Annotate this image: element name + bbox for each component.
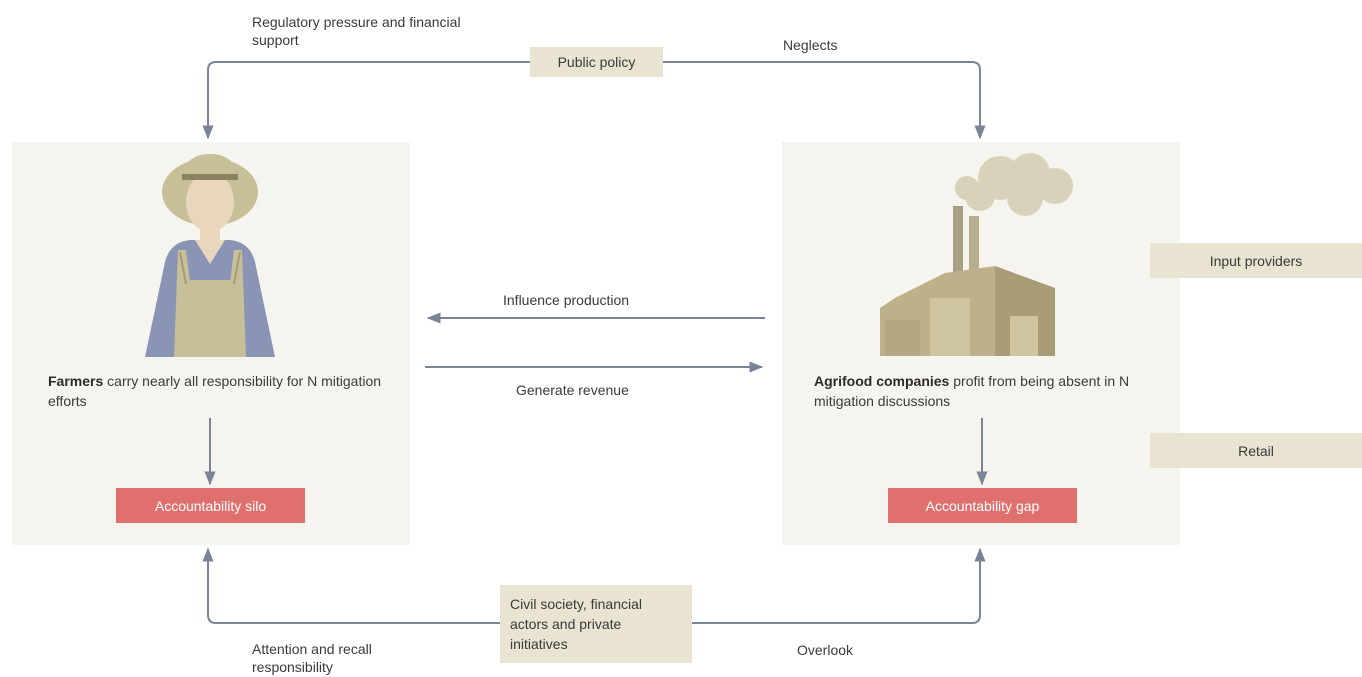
accountability-gap-label: Accountability gap xyxy=(925,497,1040,514)
farmers-description: Farmers carry nearly all responsibility … xyxy=(48,371,388,411)
policy-to-companies-label: Neglects xyxy=(783,37,838,53)
retail-tag: Retail xyxy=(1150,433,1362,468)
input-providers-label: Input providers xyxy=(1209,252,1303,269)
input-providers-tag: Input providers xyxy=(1150,243,1362,278)
farmer-icon xyxy=(145,154,275,357)
civil-society-tag: Civil society, financial actors and priv… xyxy=(500,585,692,663)
policy-to-companies-arrow xyxy=(663,61,986,140)
accountability-silo-label: Accountability silo xyxy=(154,497,267,514)
companies-description: Agrifood companies profit from being abs… xyxy=(814,371,1159,411)
factory-icon xyxy=(880,153,1073,356)
accountability-gap-badge: Accountability gap xyxy=(888,488,1077,523)
civil-to-companies-arrow xyxy=(692,547,986,624)
civil-to-farmers-arrow xyxy=(202,547,500,624)
accountability-silo-badge: Accountability silo xyxy=(116,488,305,523)
farmers-text: carry nearly all responsibility for N mi… xyxy=(48,373,382,409)
companies-text: profit from being absent in N mitigation… xyxy=(814,373,1130,409)
civil-society-label: Civil society, financial actors and priv… xyxy=(510,596,643,652)
policy-to-farmers-label: Regulatory pressure and financial suppor… xyxy=(252,14,461,48)
civil-to-farmers-label: Attention and recall responsibility xyxy=(252,641,372,675)
civil-to-companies-label: Overlook xyxy=(797,642,854,658)
influence-production-label: Influence production xyxy=(503,292,630,308)
public-policy-tag: Public policy xyxy=(530,47,663,77)
public-policy-label: Public policy xyxy=(557,54,636,70)
generate-revenue-label: Generate revenue xyxy=(516,382,629,398)
companies-title: Agrifood companies xyxy=(814,373,950,389)
retail-label: Retail xyxy=(1238,442,1274,459)
policy-to-farmers-arrow xyxy=(202,61,530,140)
farmers-title: Farmers xyxy=(48,373,104,389)
